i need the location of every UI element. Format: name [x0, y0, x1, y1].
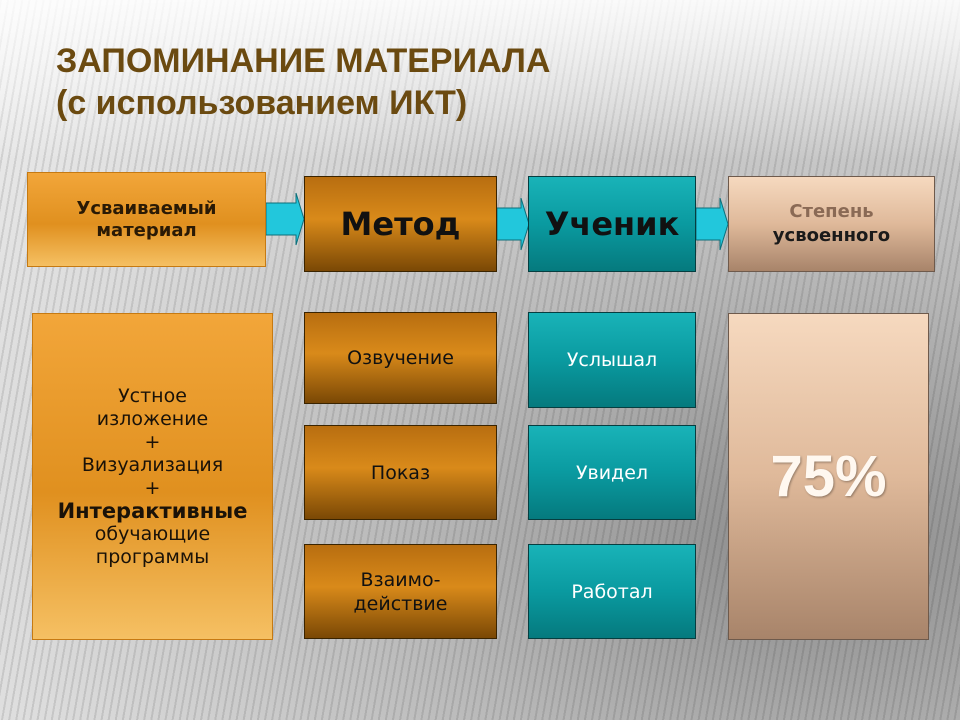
material-line-2: изложение	[96, 407, 209, 430]
header-material-box: Усваиваемый материал	[27, 172, 266, 267]
header-method-label: Метод	[340, 205, 461, 243]
student-label: Увидел	[575, 461, 649, 484]
header-degree-line-1: Степень	[789, 201, 874, 222]
method-label: Взаимо- действие	[353, 568, 448, 615]
method-box-voicing: Озвучение	[304, 312, 497, 404]
material-plus-2: +	[144, 476, 161, 499]
title-line-2: (с использованием ИКТ)	[56, 84, 468, 122]
material-plus-1: +	[144, 430, 161, 453]
header-degree-line-2: усвоенного	[772, 225, 891, 246]
material-line-5: обучающие	[94, 522, 211, 545]
header-student-label: Ученик	[544, 205, 680, 243]
background-fade	[0, 0, 960, 160]
arrow-right-icon	[696, 197, 728, 251]
header-student-box: Ученик	[528, 176, 696, 272]
method-box-showing: Показ	[304, 425, 497, 520]
student-box-saw: Увидел	[528, 425, 696, 520]
method-label: Показ	[370, 461, 431, 484]
material-line-1: Устное	[118, 384, 187, 407]
material-line-3: Визуализация	[81, 453, 224, 476]
method-box-interaction: Взаимо- действие	[304, 544, 497, 639]
title-line-1: ЗАПОМИНАНИЕ МАТЕРИАЛА	[56, 42, 551, 80]
student-box-heard: Услышал	[528, 312, 696, 408]
percentage-value: 75%	[770, 444, 887, 509]
header-degree-box: Степень усвоенного	[728, 176, 935, 272]
header-method-box: Метод	[304, 176, 497, 272]
material-line-4: Интерактивные	[57, 498, 248, 523]
page-title: ЗАПОМИНАНИЕ МАТЕРИАЛА (с использованием …	[56, 40, 550, 124]
student-label: Услышал	[566, 349, 658, 371]
student-label: Работал	[571, 580, 653, 603]
arrow-right-icon	[266, 192, 304, 246]
arrow-right-icon	[497, 197, 529, 251]
percentage-box: 75%	[728, 313, 929, 640]
student-box-worked: Работал	[528, 544, 696, 639]
header-material-label: Усваиваемый материал	[76, 197, 217, 241]
material-line-6: программы	[95, 545, 210, 568]
material-content-box: Устное изложение + Визуализация + Интера…	[32, 313, 273, 640]
method-label: Озвучение	[347, 347, 454, 369]
